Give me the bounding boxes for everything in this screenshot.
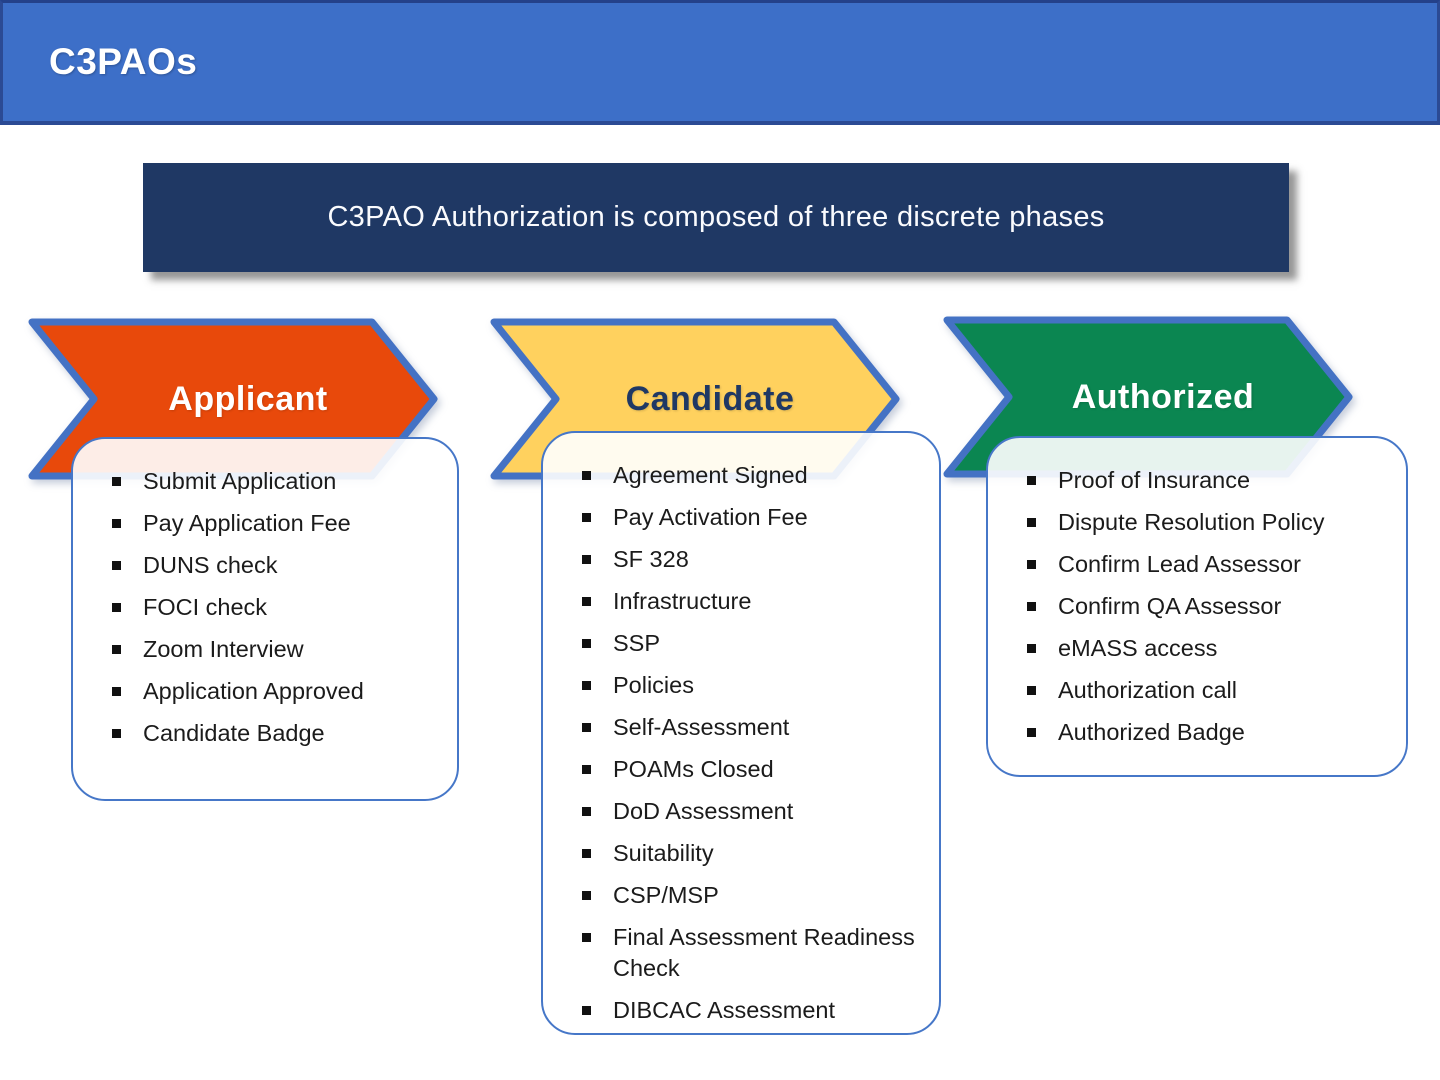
- list-item: Final Assessment Readiness Check: [580, 922, 919, 984]
- list-item: Authorization call: [1025, 675, 1386, 706]
- list-item: Agreement Signed: [580, 460, 919, 491]
- list-item: Candidate Badge: [110, 718, 437, 749]
- list-item: Proof of Insurance: [1025, 465, 1386, 496]
- list-item: Pay Application Fee: [110, 508, 437, 539]
- list-item: SF 328: [580, 544, 919, 575]
- list-item: Infrastructure: [580, 586, 919, 617]
- list-item: eMASS access: [1025, 633, 1386, 664]
- list-item: DUNS check: [110, 550, 437, 581]
- subtitle-banner-text: C3PAO Authorization is composed of three…: [327, 201, 1105, 233]
- list-item: DoD Assessment: [580, 796, 919, 827]
- candidate-checklist-box: Agreement Signed Pay Activation Fee SF 3…: [541, 431, 941, 1035]
- list-item: DIBCAC Assessment: [580, 995, 919, 1026]
- page-title: C3PAOs: [49, 41, 198, 82]
- list-item: Confirm Lead Assessor: [1025, 549, 1386, 580]
- list-item: POAMs Closed: [580, 754, 919, 785]
- list-item: Pay Activation Fee: [580, 502, 919, 533]
- list-item: Suitability: [580, 838, 919, 869]
- list-item: Dispute Resolution Policy: [1025, 507, 1386, 538]
- applicant-checklist-box: Submit Application Pay Application Fee D…: [71, 437, 459, 801]
- subtitle-banner: C3PAO Authorization is composed of three…: [143, 163, 1289, 272]
- applicant-checklist: Submit Application Pay Application Fee D…: [73, 439, 457, 749]
- list-item: Application Approved: [110, 676, 437, 707]
- candidate-checklist: Agreement Signed Pay Activation Fee SF 3…: [543, 433, 939, 1026]
- list-item: Self-Assessment: [580, 712, 919, 743]
- list-item: SSP: [580, 628, 919, 659]
- list-item: Submit Application: [110, 466, 437, 497]
- list-item: Confirm QA Assessor: [1025, 591, 1386, 622]
- header-bar: C3PAOs: [0, 0, 1440, 125]
- list-item: CSP/MSP: [580, 880, 919, 911]
- authorized-checklist: Proof of Insurance Dispute Resolution Po…: [988, 438, 1406, 748]
- list-item: Policies: [580, 670, 919, 701]
- list-item: FOCI check: [110, 592, 437, 623]
- authorized-checklist-box: Proof of Insurance Dispute Resolution Po…: [986, 436, 1408, 777]
- list-item: Authorized Badge: [1025, 717, 1386, 748]
- list-item: Zoom Interview: [110, 634, 437, 665]
